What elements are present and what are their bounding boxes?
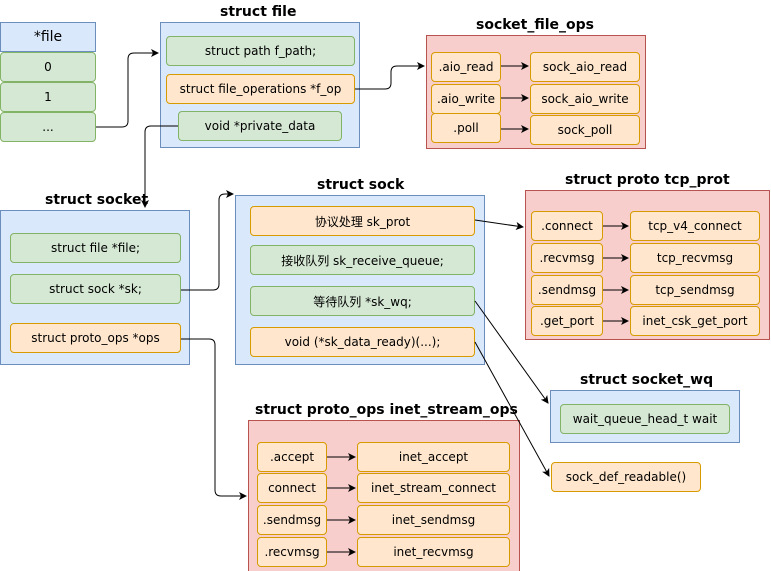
arrow-file-to-struct-file	[96, 49, 159, 128]
socket-wq-title: struct socket_wq	[580, 372, 714, 388]
socket-sk-field: struct sock *sk;	[10, 274, 181, 304]
tcp-fn-recvmsg: tcp_recvmsg	[630, 243, 760, 273]
sk-prot-field: 协议处理 sk_prot	[250, 206, 475, 236]
tcp-op-recvmsg: .recvmsg	[531, 243, 603, 273]
iso-op-recvmsg: .recvmsg	[257, 537, 327, 567]
sfo-op-aio-write: .aio_write	[431, 84, 501, 114]
iso-fn-connect: inet_stream_connect	[357, 473, 510, 503]
file-array-item-2: ...	[0, 112, 96, 142]
sk-data-ready-field: void (*sk_data_ready)(...);	[250, 327, 475, 357]
struct-file-title: struct file	[220, 4, 297, 20]
inet-stream-ops-title: struct proto_ops inet_stream_ops	[255, 402, 518, 418]
sk-wq-field: 等待队列 *sk_wq;	[250, 286, 475, 316]
socket-ops-field: struct proto_ops *ops	[10, 323, 181, 353]
sk-receive-queue-field: 接收队列 sk_receive_queue;	[250, 245, 475, 275]
socket-file-field: struct file *file;	[10, 233, 181, 263]
file-array-item-1: 1	[0, 82, 96, 112]
sfo-op-aio-read: .aio_read	[431, 52, 501, 82]
sock-def-readable-box: sock_def_readable()	[551, 462, 701, 492]
socket-file-ops-title: socket_file_ops	[476, 17, 595, 33]
tcp-fn-get-port: inet_csk_get_port	[630, 306, 760, 336]
iso-fn-recvmsg: inet_recvmsg	[357, 537, 510, 567]
sfo-fn-sock-aio-write: sock_aio_write	[530, 84, 640, 114]
iso-fn-sendmsg: inet_sendmsg	[357, 505, 510, 535]
tcp-fn-sendmsg: tcp_sendmsg	[630, 275, 760, 305]
struct-sock-title: struct sock	[317, 177, 405, 193]
tcp-op-connect: .connect	[531, 211, 603, 241]
file-array-header: *file	[0, 22, 96, 52]
iso-op-connect: connect	[257, 473, 327, 503]
f-path-field: struct path f_path;	[166, 36, 355, 66]
sfo-fn-sock-poll: sock_poll	[530, 115, 640, 145]
file-array-item-0: 0	[0, 52, 96, 82]
struct-socket-title: struct socket	[45, 192, 149, 208]
iso-fn-accept: inet_accept	[357, 442, 510, 472]
private-data-field: void *private_data	[178, 111, 342, 141]
sfo-fn-sock-aio-read: sock_aio_read	[530, 52, 640, 82]
wq-wait-field: wait_queue_head_t wait	[560, 404, 730, 434]
tcp-prot-title: struct proto tcp_prot	[565, 172, 730, 188]
tcp-op-sendmsg: .sendmsg	[531, 275, 603, 305]
f-op-field: struct file_operations *f_op	[166, 74, 355, 104]
tcp-fn-connect: tcp_v4_connect	[630, 211, 760, 241]
tcp-op-get-port: .get_port	[531, 306, 603, 336]
arrow-fop-to-socket-file-ops	[355, 62, 425, 90]
iso-op-accept: .accept	[257, 442, 327, 472]
sfo-op-poll: .poll	[431, 113, 501, 143]
iso-op-sendmsg: .sendmsg	[257, 505, 327, 535]
